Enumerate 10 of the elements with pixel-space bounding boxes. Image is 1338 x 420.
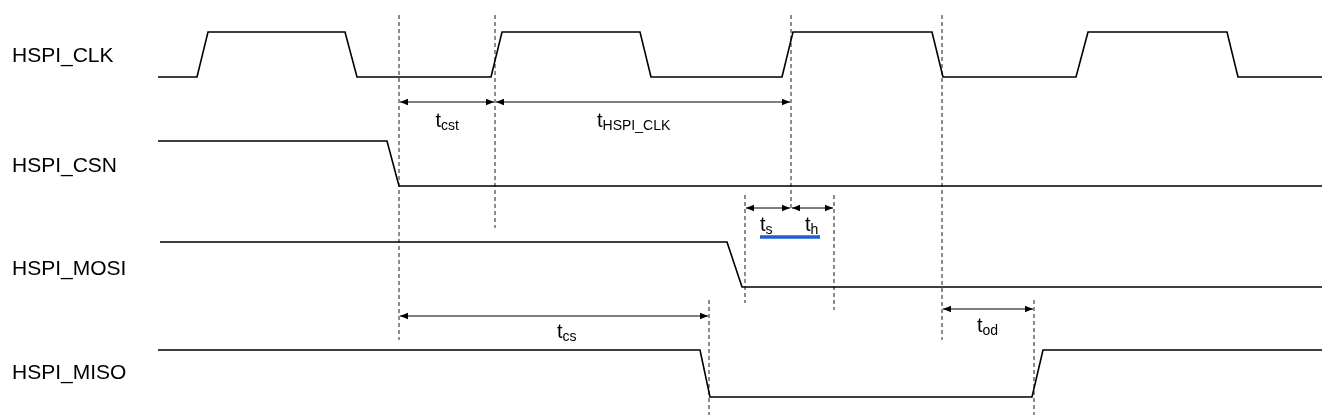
timing-label: t$_{cs}$: [557, 321, 577, 343]
signal-name: HSPI_CSN: [12, 154, 118, 175]
timing-label: t$_{HSPI_CLK}$: [597, 110, 671, 132]
signal-name: HSPI_MISO: [12, 361, 127, 382]
signal-name: HSPI_MOSI: [12, 257, 127, 278]
timing-label: t$_{h}$: [805, 214, 819, 236]
timing-label: t$_{od}$: [977, 315, 999, 337]
signal-name: HSPI_CLK: [12, 44, 114, 65]
timing-label: t$_{cst}$: [435, 110, 459, 132]
timing-label: t$_{s}$: [760, 214, 773, 236]
